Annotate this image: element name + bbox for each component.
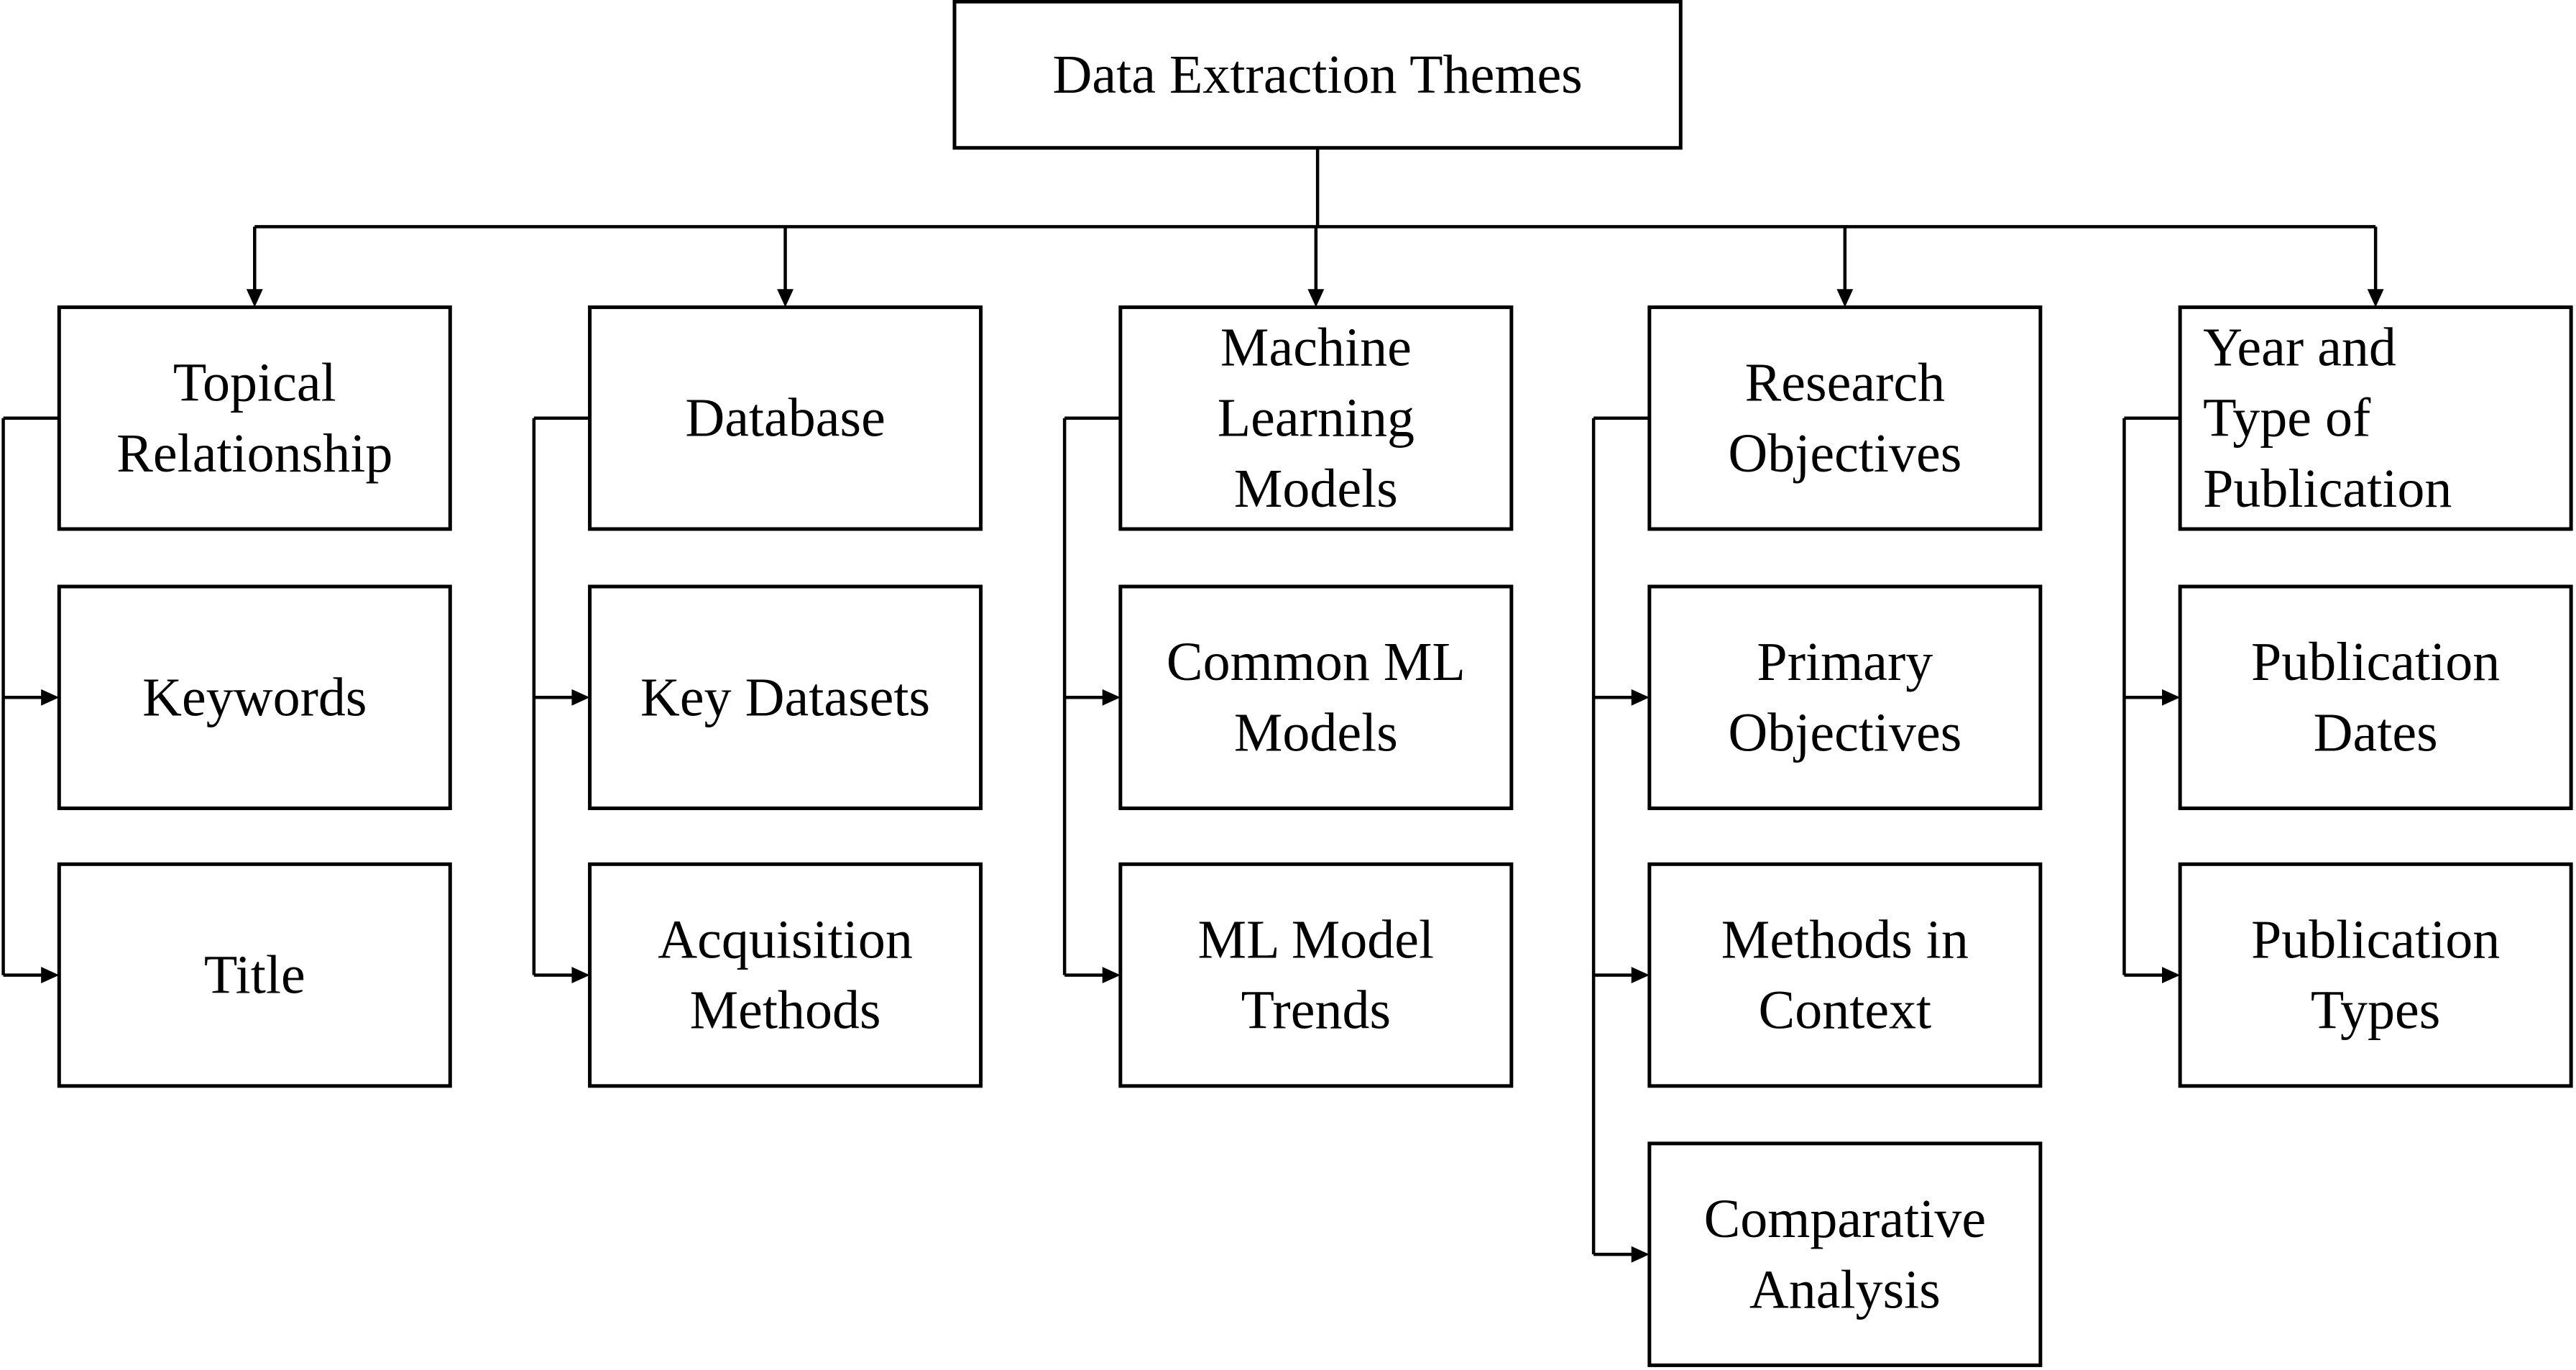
child-database-1-box — [588, 862, 983, 1088]
child-topical-0-box — [57, 584, 452, 811]
child-research-objectives-1: Methods in Context — [1647, 862, 2043, 1088]
arrowhead-right-ml-models-0 — [1102, 689, 1121, 706]
child-database-0: Key Datasets — [588, 584, 983, 811]
root-node-box — [952, 0, 1683, 150]
child-ml-models-0-label-line: Common ML — [1167, 632, 1466, 692]
header-year-type-label-line: Year and — [2203, 317, 2396, 377]
child-research-objectives-1-box — [1647, 862, 2043, 1088]
child-ml-models-1-box — [1118, 862, 1514, 1088]
child-ml-models-0-box — [1118, 584, 1514, 811]
child-ml-models-0-label-line: Models — [1234, 702, 1398, 763]
diagram-nodes: Data Extraction ThemesTopicalRelationshi… — [57, 0, 2573, 1367]
arrowhead-right-year-type-1 — [2162, 967, 2181, 983]
child-year-type-1-label-line: Publication — [2251, 909, 2500, 970]
child-database-0-label-line: Key Datasets — [640, 667, 930, 727]
root-node: Data Extraction Themes — [952, 0, 1683, 150]
child-research-objectives-0-box — [1647, 584, 2043, 811]
child-database-1-label-line: Acquisition — [658, 909, 913, 970]
child-research-objectives-0-label-line: Primary — [1757, 632, 1933, 692]
child-research-objectives-1-label-line: Context — [1759, 980, 1932, 1041]
arrowhead-right-database-0 — [571, 689, 590, 706]
header-year-type-label-line: Publication — [2203, 459, 2452, 519]
arrowhead-right-research-objectives-2 — [1631, 1246, 1650, 1263]
child-topical-0-label-line: Keywords — [142, 667, 367, 727]
child-topical-1-box — [57, 862, 452, 1088]
child-year-type-1-label-line: Types — [2311, 980, 2440, 1041]
header-research-objectives-box — [1647, 305, 2043, 531]
child-year-type-1-box — [2178, 862, 2573, 1088]
child-research-objectives-2-box — [1647, 1141, 2043, 1367]
header-database: Database — [588, 305, 983, 531]
arrowhead-right-year-type-0 — [2162, 689, 2181, 706]
header-research-objectives-label-line: Objectives — [1728, 423, 1961, 484]
arrowhead-right-database-1 — [571, 967, 590, 983]
arrowhead-down-topical — [246, 289, 263, 308]
child-research-objectives-2-label-line: Analysis — [1749, 1259, 1941, 1320]
header-research-objectives-label-line: Research — [1745, 353, 1946, 413]
child-topical-1-label-line: Title — [204, 945, 305, 1006]
child-database-0-box — [588, 584, 983, 811]
child-research-objectives-0-label-line: Objectives — [1728, 702, 1961, 763]
arrowhead-right-topical-1 — [41, 967, 60, 983]
child-ml-models-1-label-line: ML Model — [1198, 909, 1435, 970]
header-year-type-box — [2178, 305, 2573, 531]
root-node-label-line: Data Extraction Themes — [1053, 45, 1583, 105]
header-topical-label-line: Topical — [173, 353, 336, 413]
child-year-type-0-label-line: Publication — [2251, 632, 2500, 692]
header-topical-label-line: Relationship — [116, 423, 392, 484]
child-research-objectives-2-label-line: Comparative — [1704, 1189, 1987, 1249]
connector-lines — [1, 147, 2384, 1263]
child-ml-models-0: Common ML Models — [1118, 584, 1514, 811]
child-ml-models-1-label-line: Trends — [1241, 980, 1391, 1041]
child-topical-0: Keywords — [57, 584, 452, 811]
header-ml-models-label-line: Learning — [1218, 388, 1414, 449]
arrowhead-down-database — [777, 289, 794, 308]
header-database-label-line: Database — [685, 388, 886, 449]
header-year-type-label-line: Type of — [2203, 388, 2371, 449]
child-year-type-0-label-line: Dates — [2314, 702, 2438, 763]
child-year-type-0-box — [2178, 584, 2573, 811]
child-database-1-label-line: Methods — [690, 980, 881, 1041]
arrowhead-right-research-objectives-1 — [1631, 967, 1650, 983]
arrowhead-down-ml-models — [1307, 289, 1325, 308]
header-topical-box — [57, 305, 452, 531]
header-ml-models-label-line: Models — [1234, 459, 1398, 519]
child-research-objectives-1-label-line: Methods in — [1721, 909, 1969, 970]
header-database-box — [588, 305, 983, 531]
arrowhead-down-research-objectives — [1836, 289, 1854, 308]
child-topical-1: Title — [57, 862, 452, 1088]
arrowhead-right-topical-0 — [41, 689, 60, 706]
header-ml-models-label-line: Machine — [1220, 317, 1412, 377]
arrowhead-right-ml-models-1 — [1102, 967, 1121, 983]
header-ml-models-box — [1118, 305, 1514, 531]
arrowhead-down-year-type — [2367, 289, 2384, 308]
arrowhead-right-research-objectives-0 — [1631, 689, 1650, 706]
